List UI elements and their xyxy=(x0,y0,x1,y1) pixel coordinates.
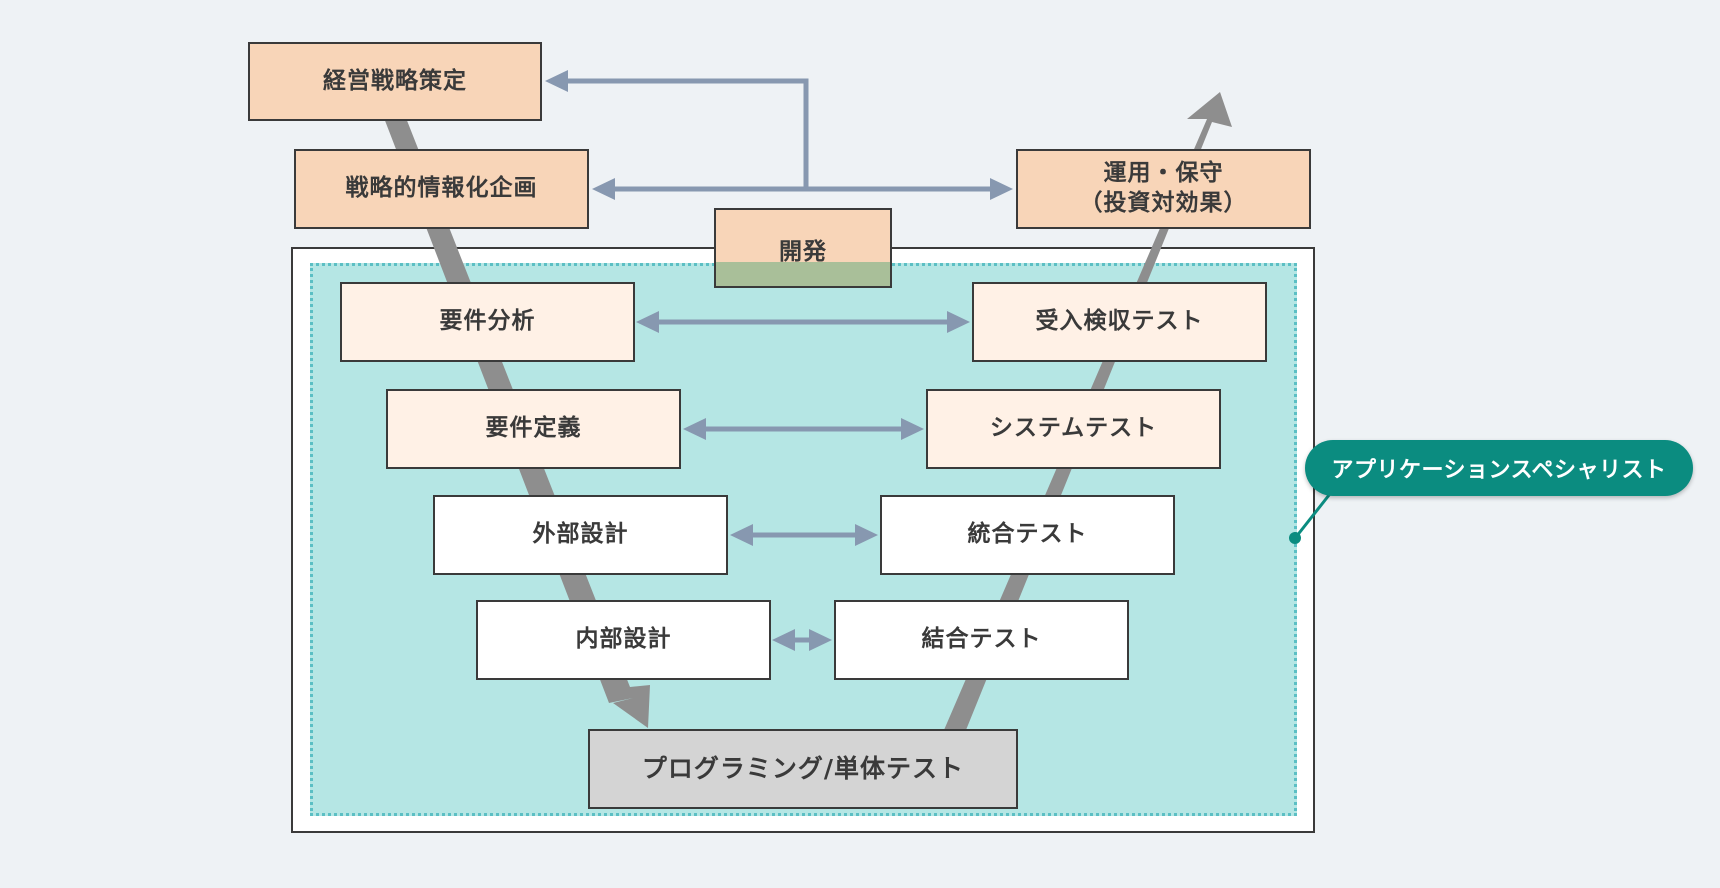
operation-maintenance-box: 運用・保守 （投資対効果） xyxy=(1016,149,1311,229)
external-design-box: 外部設計 xyxy=(433,495,728,575)
requirements-definition-box: 要件定義 xyxy=(386,389,681,469)
system-test-box: システムテスト xyxy=(926,389,1221,469)
operation-right-arrowhead xyxy=(990,178,1013,200)
development-box: 開発 xyxy=(714,208,892,288)
integration-test-box: 統合テスト xyxy=(880,495,1175,575)
feedback-line xyxy=(565,78,809,190)
combined-test-box: 結合テスト xyxy=(834,600,1129,680)
feedback-arrowhead xyxy=(545,70,568,92)
internal-design-box: 内部設計 xyxy=(476,600,771,680)
application-specialist-callout: アプリケーションスペシャリスト xyxy=(1305,440,1693,496)
planning-left-arrowhead xyxy=(592,178,615,200)
requirements-analysis-box: 要件分析 xyxy=(340,282,635,362)
management-strategy-box: 経営戦略策定 xyxy=(248,42,542,121)
programming-unit-test-box: プログラミング/単体テスト xyxy=(588,729,1018,809)
strategic-planning-box: 戦略的情報化企画 xyxy=(294,149,589,229)
acceptance-test-box: 受入検収テスト xyxy=(972,282,1267,362)
